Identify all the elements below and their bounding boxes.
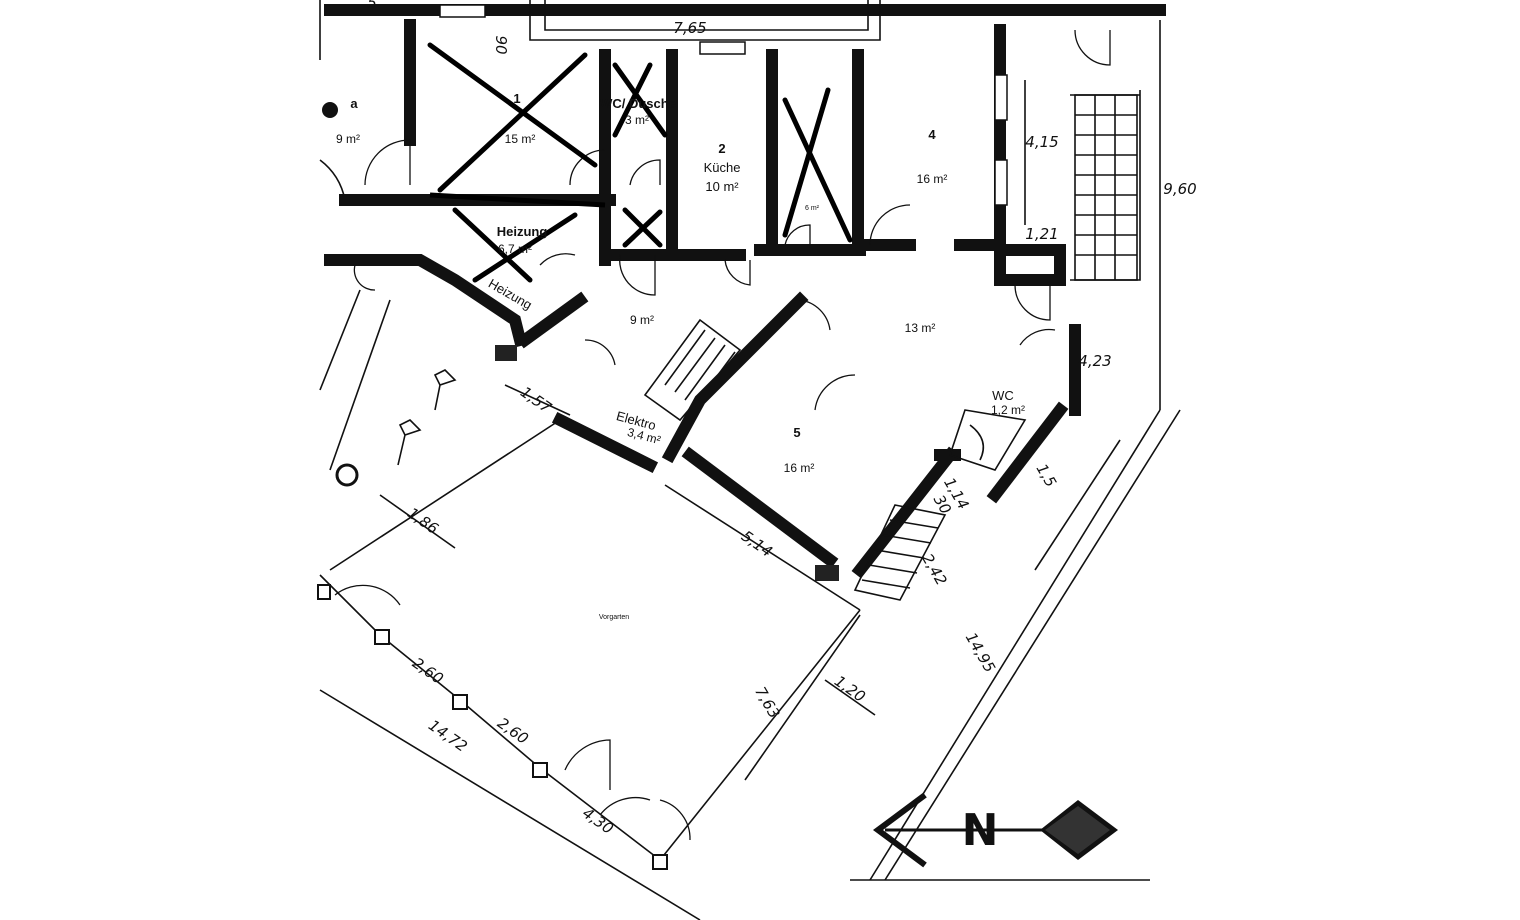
room-1-area: 15 m² <box>505 132 536 146</box>
staircase-upper <box>1074 94 1138 281</box>
heizung-label: Heizung <box>497 224 548 239</box>
dim-wc-height: 4,23 <box>1078 352 1111 370</box>
dim-garden-2-60-b: 2,60 <box>494 714 532 748</box>
dim-garden-1-20: 1,20 <box>831 672 869 706</box>
windows <box>439 4 1008 206</box>
room-5-number: 5 <box>793 425 800 440</box>
dim-garden-5-14: 5,14 <box>738 527 776 561</box>
dim-garden-1-86: 1,86 <box>404 504 442 538</box>
staircase-lower <box>853 504 947 601</box>
symbols <box>322 102 457 487</box>
staircase-hall <box>643 318 742 422</box>
posts <box>317 345 839 870</box>
walls <box>319 0 1166 579</box>
dim-right-height: 9,60 <box>1163 180 1196 198</box>
wc-label: WC <box>992 388 1014 403</box>
elektro-area: 3,4 m² <box>626 425 662 447</box>
dim-garden-1-57: 1,57 <box>517 383 555 417</box>
hall-9-area: 9 m² <box>630 313 654 327</box>
dim-garden-4-30: 4,30 <box>579 804 617 838</box>
dim-top-left-5: 5 <box>367 0 377 12</box>
dimension-labels: 7,65 4,15 1,21 9,60 4,23 1,5 1,14 30 2,4… <box>367 0 1196 838</box>
wc-area: 1,2 m² <box>991 403 1025 417</box>
room-a-area: 9 m² <box>336 132 360 146</box>
dim-garden-2-60-a: 2,60 <box>409 654 447 688</box>
room-5-area: 16 m² <box>784 461 815 475</box>
hall-13-area: 13 m² <box>905 321 936 335</box>
doors <box>334 29 1111 841</box>
dim-side-1-5: 1,5 <box>1033 461 1061 491</box>
room-6-area: 6 m² <box>805 205 820 212</box>
kueche-number: 2 <box>718 141 725 156</box>
kueche-area: 10 m² <box>705 179 739 194</box>
dim-garden-14-95: 14,95 <box>962 629 999 675</box>
dim-top-left-90: 90 <box>492 35 510 54</box>
dim-top-width: 7,65 <box>673 19 706 37</box>
outline-lines <box>319 0 1181 920</box>
staircase-wc <box>948 409 1027 471</box>
vorgarten-label: Vorgarten <box>599 614 629 621</box>
dusche-area: 3 m² <box>625 113 649 127</box>
dim-step-2-42: 2,42 <box>918 551 950 589</box>
dusche-label: WC/ Dusche <box>600 96 676 111</box>
dimension-lines <box>379 80 1121 781</box>
heizung-area: 6,7 m² <box>498 242 532 256</box>
room-4-area: 16 m² <box>917 172 948 186</box>
kueche-label: Küche <box>704 160 741 175</box>
room-1-number: 1 <box>513 91 520 106</box>
dim-garden-14-72: 14,72 <box>425 716 471 755</box>
room-4-number: 4 <box>928 127 936 142</box>
cross-out-marks <box>427 42 853 283</box>
dim-garden-7-63: 7,63 <box>751 684 783 722</box>
dim-stair-top: 4,15 <box>1025 133 1058 151</box>
north-label: N <box>962 805 999 856</box>
dim-stair-bottom: 1,21 <box>1025 225 1058 243</box>
room-a-number: a <box>350 96 358 111</box>
north-arrow-icon: N <box>872 792 1118 868</box>
